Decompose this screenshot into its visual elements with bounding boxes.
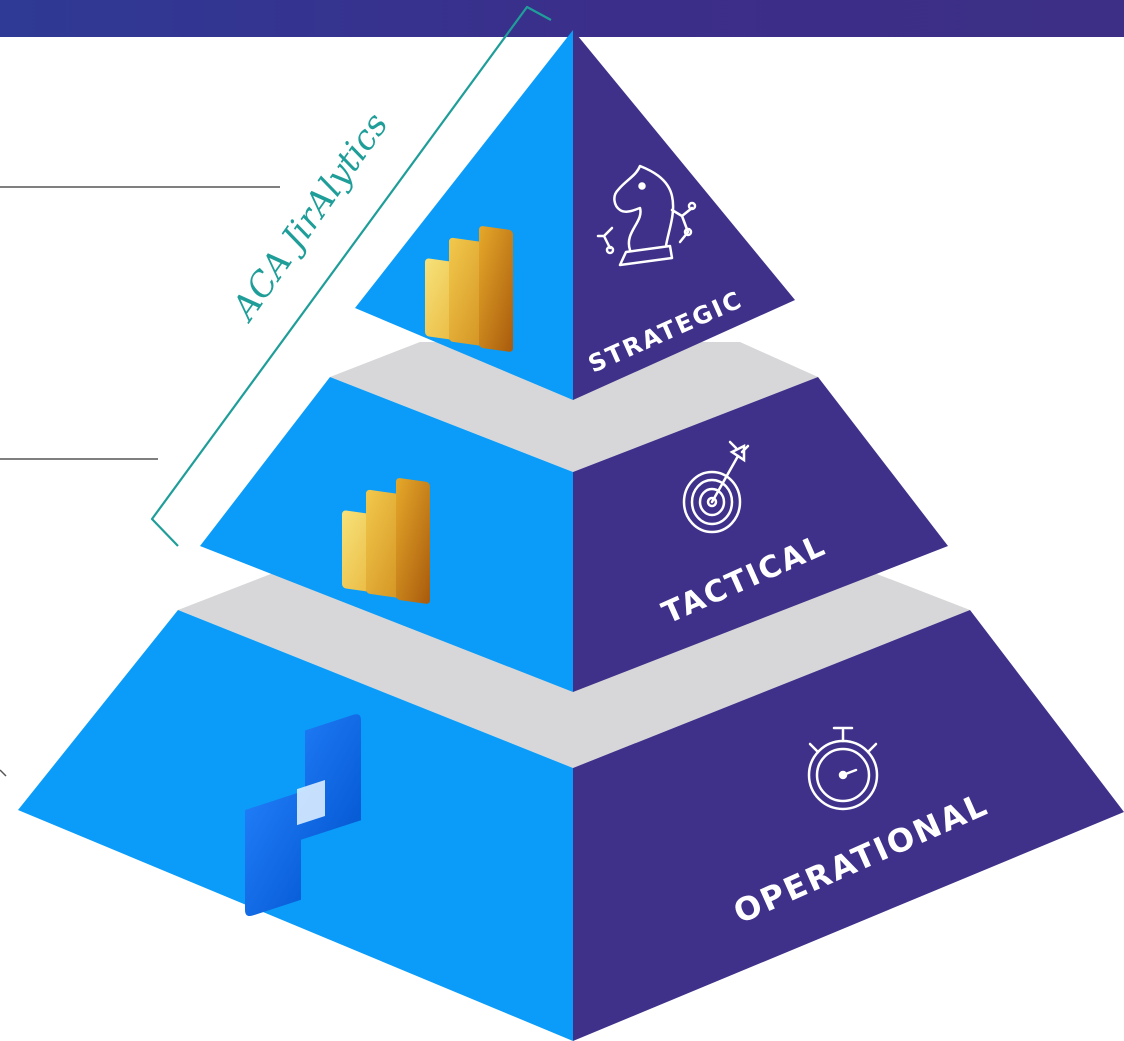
aca-bracket xyxy=(150,5,552,547)
power-bi-icon xyxy=(425,226,513,352)
jira-icon xyxy=(245,714,361,917)
band-tactical xyxy=(330,342,818,472)
power-bi-icon xyxy=(342,478,430,604)
face-right-tactical xyxy=(573,377,948,692)
rule-line-operational xyxy=(0,769,7,777)
target-icon xyxy=(682,440,750,534)
face-right-operational xyxy=(573,610,1124,1041)
stopwatch-icon xyxy=(807,726,879,811)
face-left-strategic xyxy=(355,30,573,400)
chess-knight-icon xyxy=(596,164,697,267)
header-bar xyxy=(0,0,1124,37)
